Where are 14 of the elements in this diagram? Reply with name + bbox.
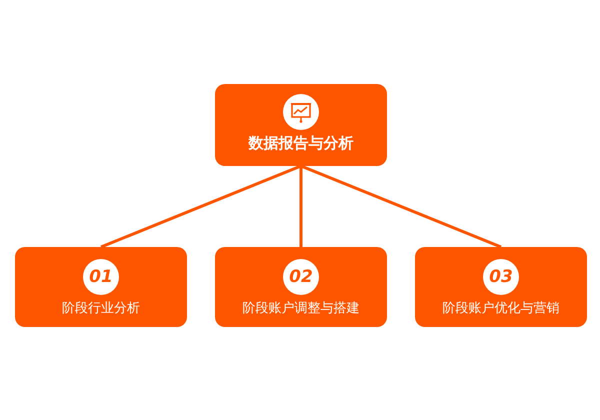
stage-box xyxy=(215,247,387,327)
box-title: 数据报告与分析 xyxy=(247,134,354,153)
step-number: 01 xyxy=(83,259,119,295)
stage-box xyxy=(415,247,587,327)
stage-label: 阶段账户调整与搭建 xyxy=(242,300,360,317)
connector-line xyxy=(300,164,502,248)
step-number: 03 xyxy=(483,259,519,295)
connector-line xyxy=(100,164,302,248)
connector-line xyxy=(300,166,302,247)
stage-box xyxy=(15,247,187,327)
step-number: 02 xyxy=(283,259,319,295)
report-box xyxy=(215,84,387,166)
stage-label: 阶段行业分析 xyxy=(61,300,141,317)
stage-label: 阶段账户优化与营销 xyxy=(442,300,560,317)
